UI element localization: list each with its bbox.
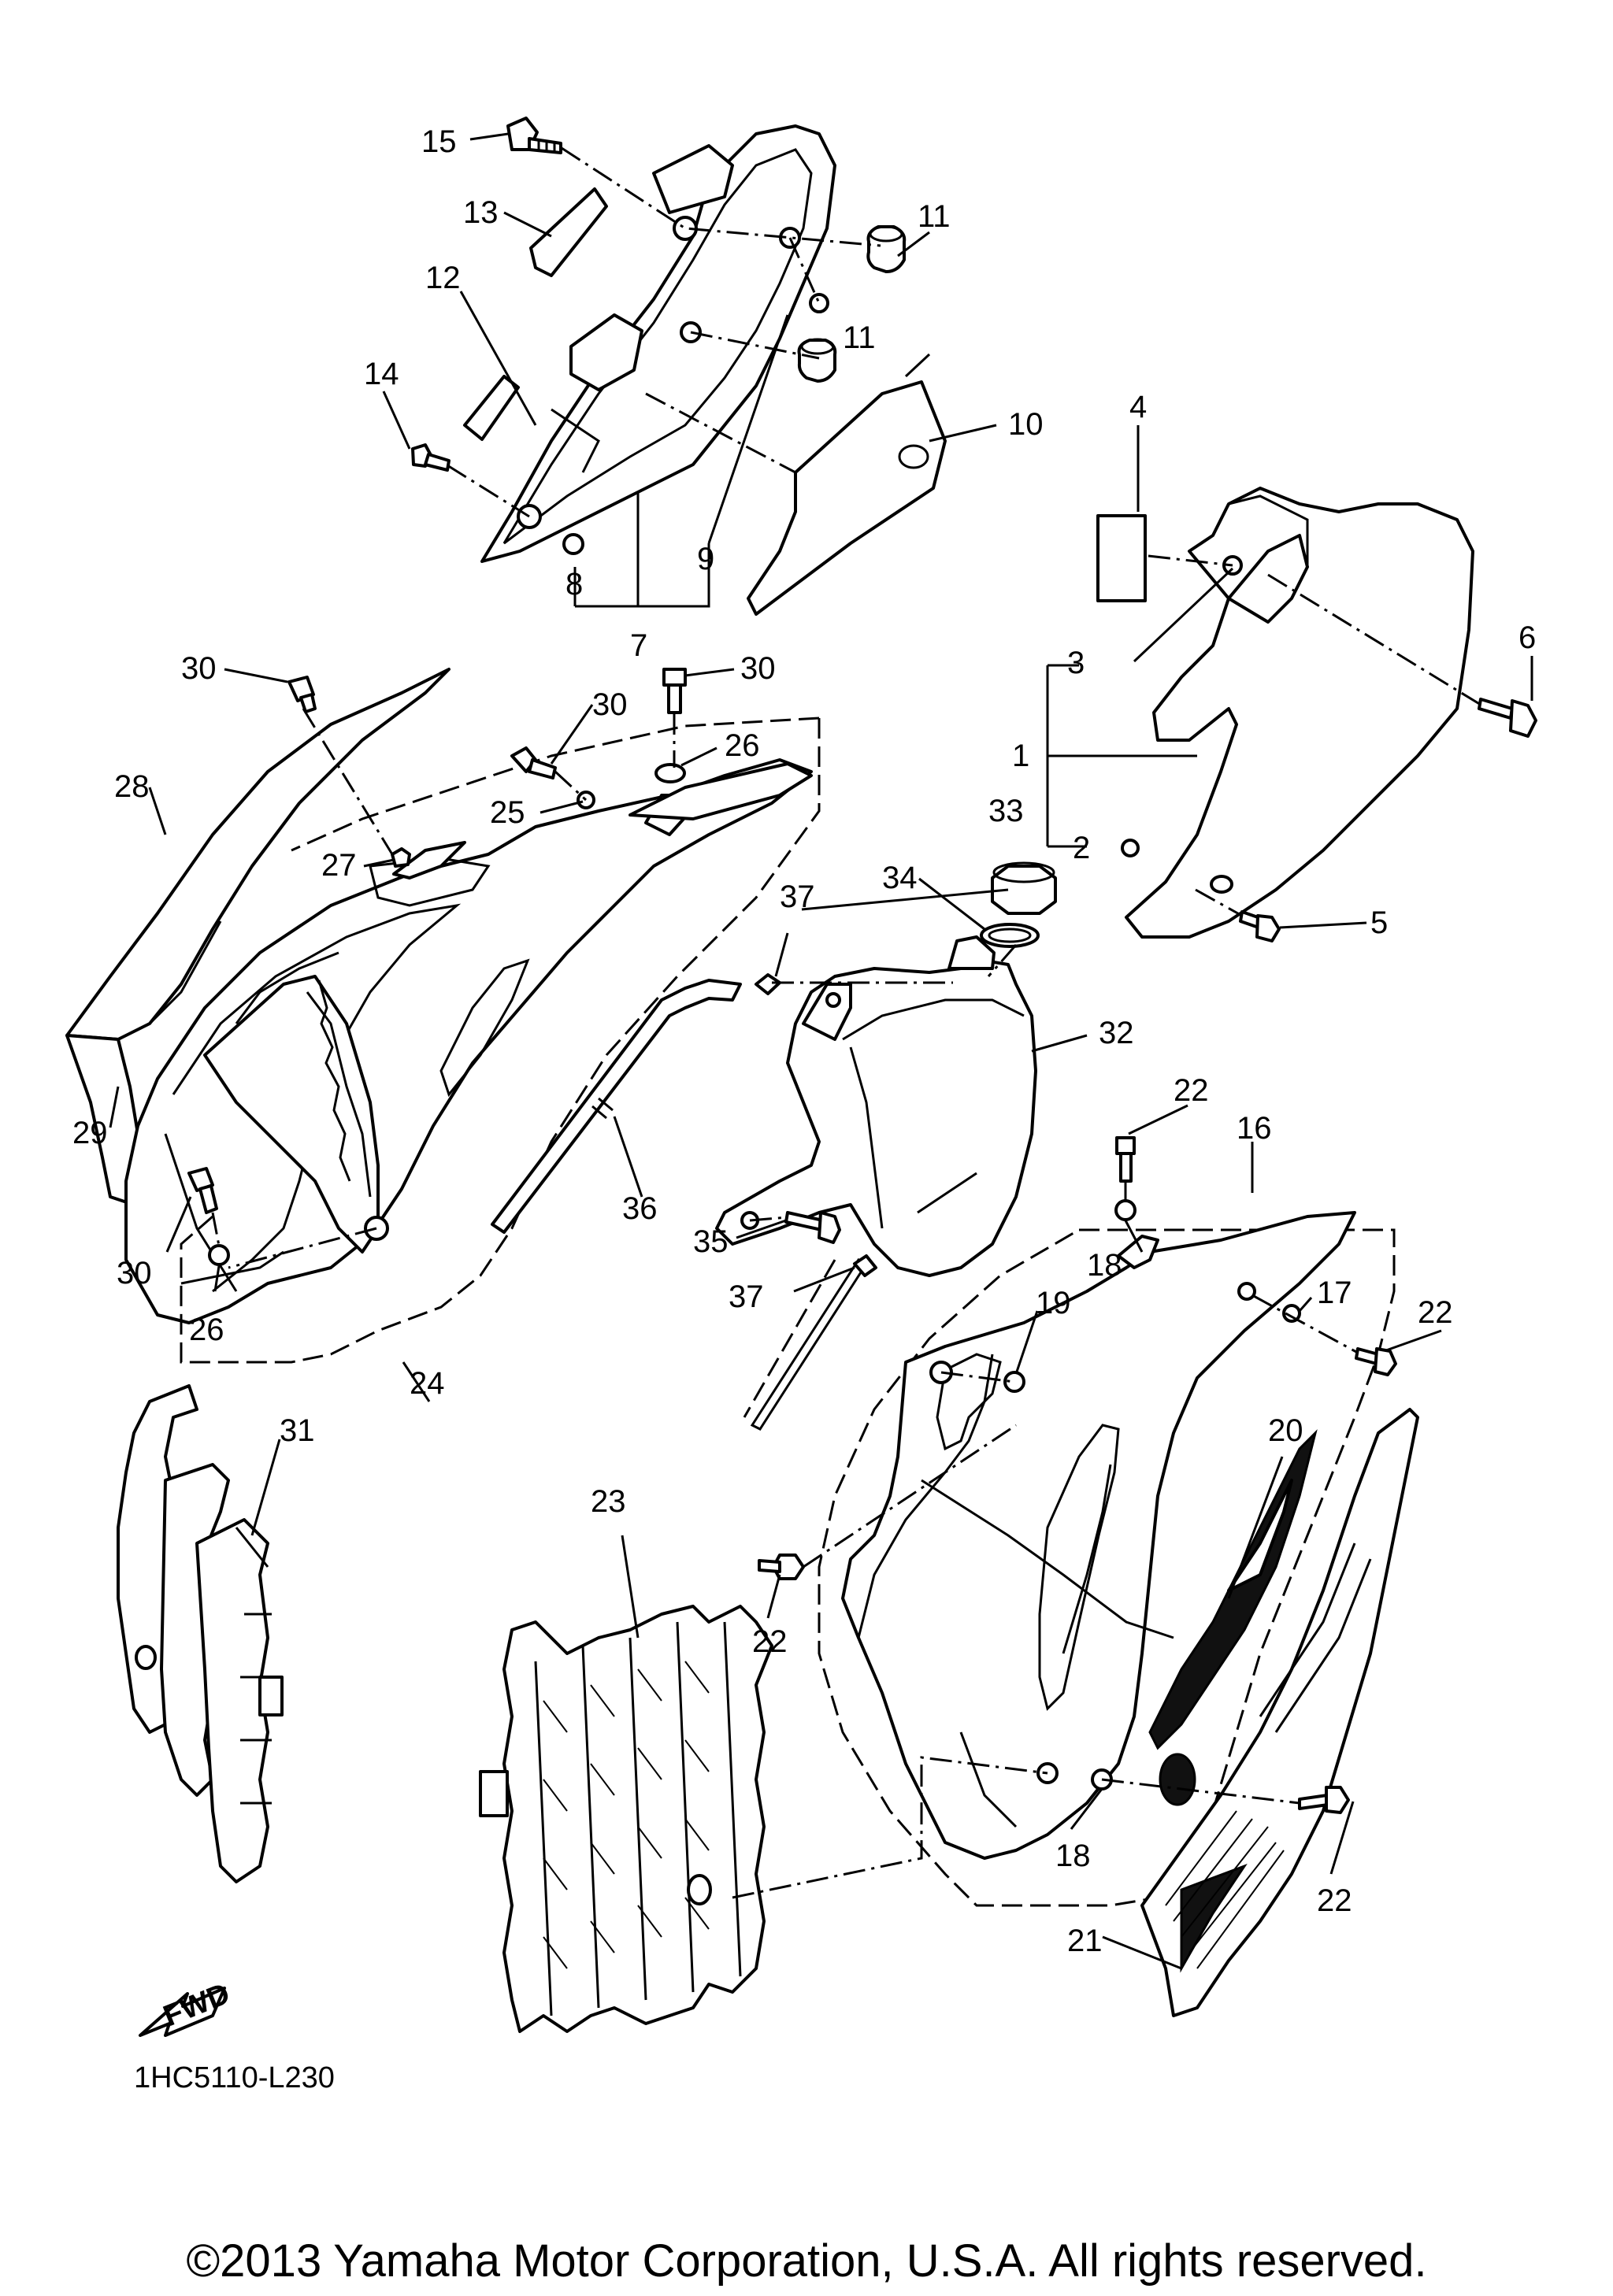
callout-11-b: 11 [843,320,876,355]
seal-13 [529,187,608,277]
cap-33 [991,861,1057,915]
collar-26-b [208,1244,230,1266]
callout-20: 20 [1268,1413,1303,1448]
damper-11-a [866,225,907,273]
callout-28: 28 [114,769,150,804]
bolt-22-d [1298,1786,1350,1814]
callout-23: 23 [591,1484,626,1519]
hose-36 [491,979,742,1234]
fwd-arrow-icon: FWD [139,1977,235,2037]
bolt-14 [411,443,451,472]
side-cover-24 [124,758,813,1324]
leader-lines [109,132,1533,1970]
air-filter-case-cover [480,124,836,563]
callout-3: 3 [1067,646,1085,680]
collar-18-a [1114,1199,1137,1221]
decal-21 [1140,1408,1419,2017]
callout-14: 14 [364,357,399,391]
callout-30-c: 30 [592,687,628,722]
callout-12: 12 [425,261,461,295]
callout-33: 33 [988,794,1024,828]
radiator-guard-31 [117,1384,284,1883]
bolt-15 [506,117,562,154]
callout-9: 9 [697,542,714,576]
callout-25: 25 [490,795,525,830]
callout-36: 36 [622,1191,658,1226]
callout-5: 5 [1370,905,1388,940]
callout-22-d: 22 [1317,1883,1352,1918]
callout-26-b: 26 [189,1313,224,1347]
callout-29: 29 [72,1116,108,1150]
washer-8 [562,533,584,555]
callout-2: 2 [1073,831,1090,865]
bolt-30-c [510,746,557,780]
callout-31: 31 [280,1413,315,1448]
clamp-37-a [755,973,781,995]
callout-8: 8 [565,567,583,602]
bolt-22-a [1115,1136,1136,1183]
callout-30-d: 30 [117,1256,152,1291]
callout-35: 35 [693,1224,729,1259]
bolt-5 [1239,910,1281,942]
seal-12 [463,375,520,441]
callout-labels: 15 13 12 14 11 11 10 9 8 7 4 3 6 1 2 5 3… [72,124,1536,1958]
side-cover-1 [1125,487,1474,939]
callout-24: 24 [410,1366,445,1401]
washer-17 [1282,1304,1301,1323]
callout-27: 27 [321,848,357,883]
callout-22-b: 22 [1418,1295,1453,1330]
callout-16: 16 [1237,1111,1272,1146]
callout-30-a: 30 [181,651,217,686]
callout-26-a: 26 [725,728,760,763]
callout-22-c: 22 [752,1624,788,1659]
callout-10: 10 [1008,407,1044,442]
callout-4: 4 [1129,390,1147,424]
callout-21: 21 [1067,1924,1103,1958]
clamp-37-b [853,1254,877,1277]
bolt-22-c [758,1554,805,1580]
callout-17: 17 [1317,1276,1352,1310]
callout-11-a: 11 [918,199,951,234]
bolt-35 [784,1211,841,1244]
bolt-6 [1478,698,1537,738]
gasket-34 [980,923,1040,948]
plate-10 [747,380,947,616]
decal-28 [65,668,451,1041]
callout-37-b: 37 [729,1279,764,1314]
fwd-label: FWD [159,1977,235,2033]
radiator-guard-23 [479,1605,773,2033]
diagram-code: 1HC5110-L230 [134,2061,335,2094]
damper-19 [1003,1371,1025,1393]
callout-7: 7 [630,628,647,663]
callout-15: 15 [421,124,457,159]
callout-34: 34 [882,861,918,895]
callout-22-a: 22 [1174,1073,1209,1108]
callout-19: 19 [1036,1286,1071,1320]
sponge-4 [1096,514,1147,602]
callout-1: 1 [1012,739,1029,773]
copyright-notice: ©2013 Yamaha Motor Corporation, U.S.A. A… [186,2235,1427,2287]
callout-32: 32 [1099,1016,1134,1050]
callout-18-a: 18 [1087,1248,1122,1283]
bolt-30-d [187,1167,218,1214]
callout-18-b: 18 [1055,1839,1091,1873]
grommet-2 [1121,839,1140,857]
damper-11-b [797,338,837,383]
washer-9 [809,293,829,313]
bolt-30-a [287,676,317,713]
bolt-30-b [662,668,687,714]
collar-26-a [654,763,686,783]
callout-6: 6 [1518,620,1536,655]
callout-13: 13 [463,195,499,230]
callout-30-b: 30 [740,651,776,686]
callout-37-a: 37 [780,880,815,914]
nut-27 [391,847,411,868]
tank-32 [715,935,1037,1277]
bolt-22-b [1355,1347,1397,1376]
